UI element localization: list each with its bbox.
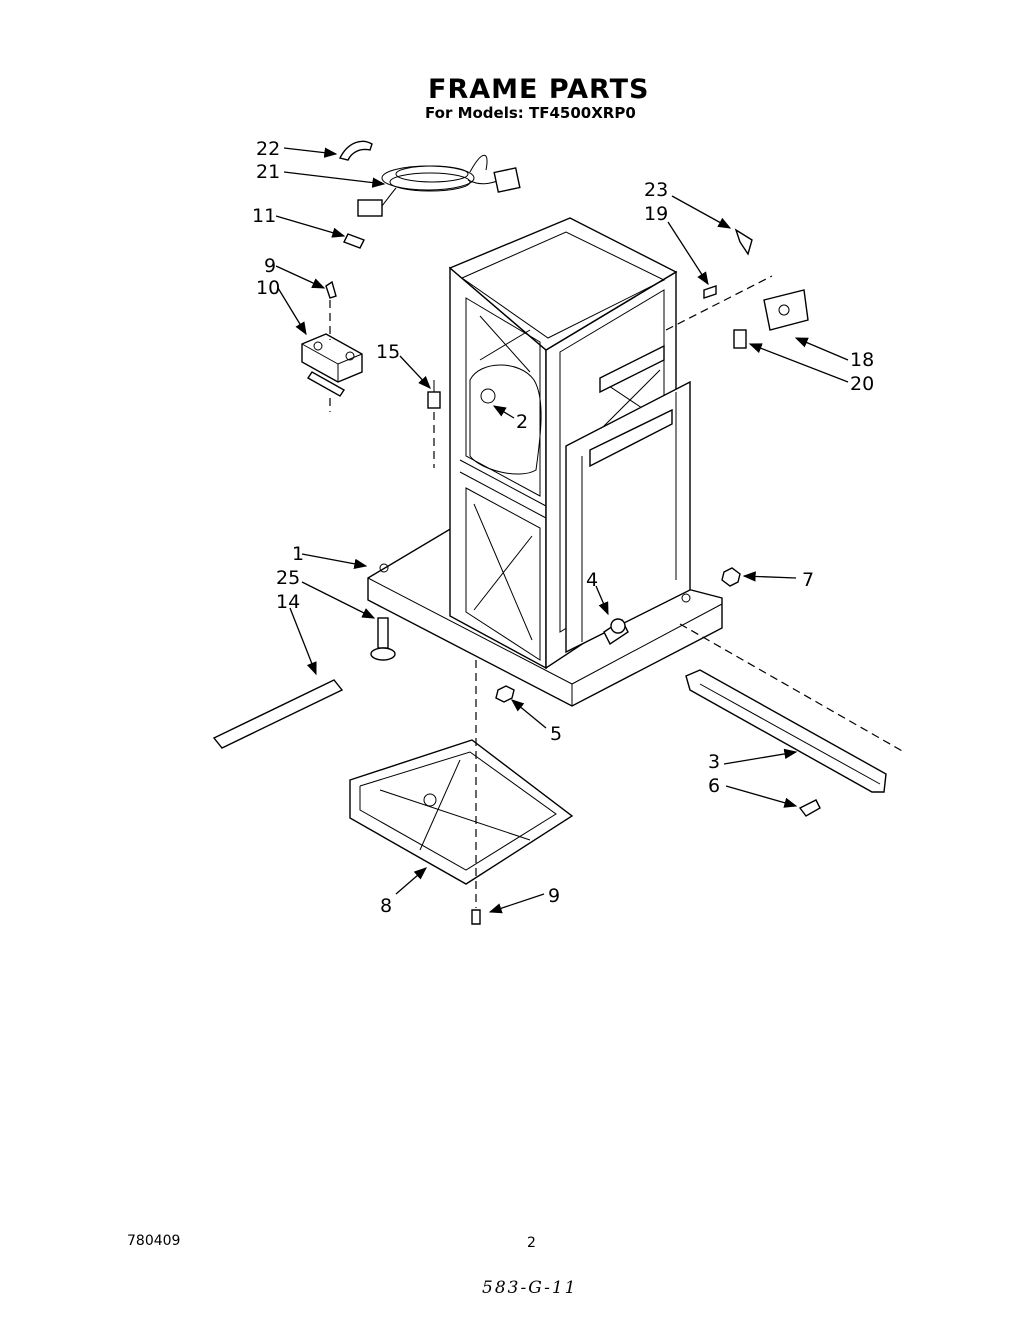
- handwritten-note: 583-G-11: [482, 1278, 578, 1298]
- part-18-thermostat: [763, 289, 809, 331]
- callout-9-top: 9: [264, 255, 276, 277]
- part-6-screw: [798, 799, 821, 817]
- part-9-screw-bottom: [471, 909, 481, 925]
- part-19-screw: [703, 285, 717, 299]
- callout-1: 1: [292, 543, 304, 565]
- part-15-switch: [427, 380, 441, 468]
- callout-20: 20: [850, 373, 874, 395]
- callout-15: 15: [376, 341, 400, 363]
- callout-11: 11: [252, 205, 276, 227]
- page-number: 2: [527, 1235, 536, 1251]
- part-14-strip: [212, 679, 344, 749]
- part-20-plate: [733, 329, 747, 349]
- callout-22: 22: [256, 138, 280, 160]
- callout-leaders: [275, 147, 849, 914]
- callout-19: 19: [644, 203, 668, 225]
- callout-labels: 22 21 11 9 10 15 2 23 19 18 20 1 25 14 4…: [252, 138, 874, 917]
- callout-2: 2: [516, 411, 528, 433]
- callout-9-bottom: 9: [548, 885, 560, 907]
- callout-10: 10: [256, 277, 280, 299]
- part-7-nut: [721, 567, 741, 587]
- part-8-pan: [349, 660, 574, 908]
- callout-5: 5: [550, 723, 562, 745]
- callout-4: 4: [586, 569, 598, 591]
- callout-7: 7: [802, 569, 814, 591]
- callout-18: 18: [850, 349, 874, 371]
- part-10-bracket: [301, 300, 363, 412]
- part-9-screw-top: [325, 280, 337, 299]
- model-subtitle: For Models: TF4500XRP0: [425, 104, 636, 122]
- callout-14: 14: [276, 591, 300, 613]
- callout-21: 21: [256, 161, 280, 183]
- part-11-screw: [343, 233, 365, 249]
- part-21-power-cord: [357, 154, 521, 217]
- part-23-clip: [734, 228, 753, 256]
- document-number: 780409: [127, 1233, 181, 1249]
- part-5-nut: [495, 685, 515, 703]
- part-25-leveler: [370, 617, 396, 661]
- callout-6: 6: [708, 775, 720, 797]
- page-title: FRAME PARTS: [428, 74, 650, 105]
- callout-8: 8: [380, 895, 392, 917]
- part-22-clip: [338, 140, 373, 161]
- callout-23: 23: [644, 179, 668, 201]
- callout-3: 3: [708, 751, 720, 773]
- frame-tower: [367, 217, 723, 707]
- callout-25: 25: [276, 567, 300, 589]
- part-3-rail: [679, 623, 905, 793]
